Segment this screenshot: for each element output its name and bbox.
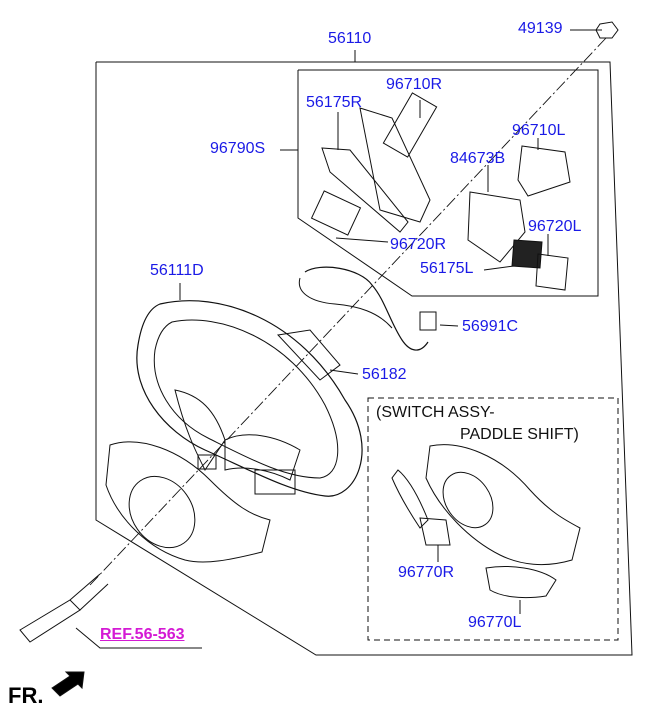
paddle-shift-frame xyxy=(367,397,619,641)
switch-assembly-frame xyxy=(297,69,599,297)
part-label-56175L: 56175L xyxy=(420,260,474,277)
steering-axis-line xyxy=(89,37,607,586)
nut-49139 xyxy=(595,21,619,39)
part-label-96790S: 96790S xyxy=(210,140,266,157)
part-label-56110: 56110 xyxy=(328,30,372,47)
steering-column xyxy=(19,599,81,643)
part-label-84673B: 84673B xyxy=(450,150,506,167)
clock-spring xyxy=(304,266,429,351)
part-label-96770R: 96770R xyxy=(398,564,455,581)
part-label-56111D: 56111D xyxy=(150,262,204,279)
subassembly-title-line1: (SWITCH ASSY- xyxy=(376,404,495,421)
part-label-96710R: 96710R xyxy=(386,76,443,93)
part-label-96720R: 96720R xyxy=(390,236,447,253)
paddle-shift-parts xyxy=(391,444,581,599)
part-label-56182: 56182 xyxy=(362,366,407,383)
steering-wheel-rim xyxy=(136,300,363,497)
part-label-96710L: 96710L xyxy=(512,122,566,139)
front-arrow xyxy=(51,671,85,697)
main-assembly-frame xyxy=(95,61,633,656)
reference-link[interactable]: REF.56-563 xyxy=(100,626,185,643)
part-label-49139: 49139 xyxy=(518,20,563,37)
switch-modules xyxy=(276,92,571,381)
part-label-56991C: 56991C xyxy=(462,318,519,335)
part-label-96770L: 96770L xyxy=(468,614,522,631)
part-label-96720L: 96720L xyxy=(528,218,582,235)
front-direction-label: FR. xyxy=(8,683,44,708)
subassembly-title-line2: PADDLE SHIFT) xyxy=(460,426,579,443)
part-label-56175R: 56175R xyxy=(306,94,363,111)
lower-cover xyxy=(105,441,271,563)
